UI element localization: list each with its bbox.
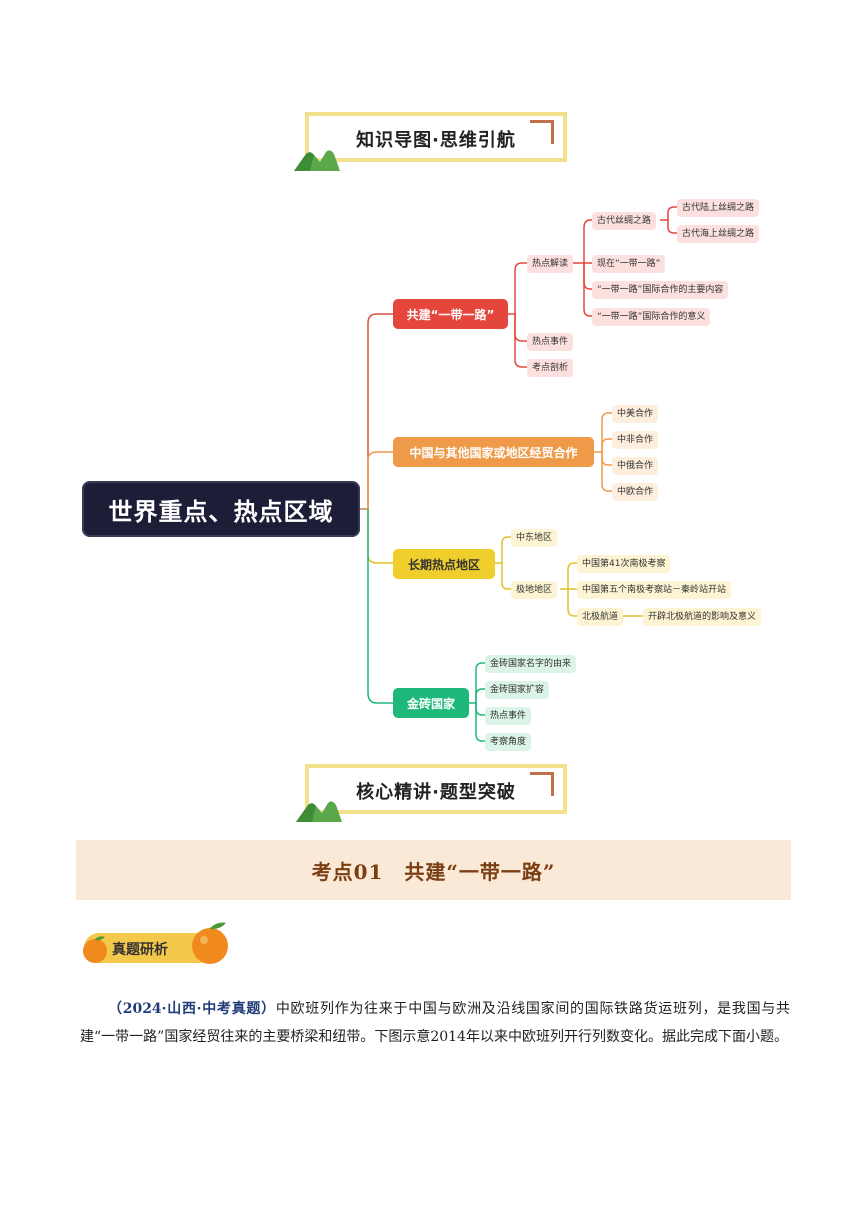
- node-antarctic-expedition: 中国第41次南极考察: [577, 555, 671, 573]
- node-china-us: 中美合作: [612, 405, 659, 423]
- node-china-africa: 中非合作: [612, 431, 659, 449]
- mountain-icon: [296, 801, 342, 822]
- node-hotspot-interpretation: 热点解读: [527, 255, 574, 273]
- branch-brics: 金砖国家: [393, 688, 469, 718]
- branch-long-term-hotspots: 长期热点地区: [393, 549, 495, 579]
- node-middle-east: 中东地区: [511, 529, 558, 547]
- banner-corner-hbar: [530, 120, 554, 123]
- node-arctic-route-impact: 开辟北极航道的影响及意义: [643, 608, 762, 626]
- node-current-belt-road: 现在“一带一路”: [592, 255, 666, 273]
- banner-corner-bar: [551, 120, 554, 144]
- node-ancient-silk-road: 古代丝绸之路: [592, 212, 657, 230]
- node-qinling-station: 中国第五个南极考察站－秦岭站开站: [577, 581, 732, 599]
- question-source: （2024·山西·中考真题）: [108, 1001, 276, 1017]
- branch-economic-cooperation: 中国与其他国家或地区经贸合作: [393, 437, 594, 467]
- node-cooperation-content: “一带一路”国际合作的主要内容: [592, 281, 729, 299]
- node-sea-silk-road: 古代海上丝绸之路: [677, 225, 760, 243]
- node-china-russia: 中俄合作: [612, 457, 659, 475]
- node-land-silk-road: 古代陆上丝绸之路: [677, 199, 760, 217]
- section-title: 考点01 共建“一带一路”: [311, 859, 556, 884]
- mindmap-root: 世界重点、热点区域: [82, 481, 360, 537]
- knowledge-map-title: 知识导图·思维引航: [356, 130, 516, 151]
- section-header: 考点01 共建“一带一路”: [76, 840, 791, 900]
- question-body: 中欧班列作为往来于中国与欧洲及沿线国家间的国际铁路货运班列，是我国与共建“一带一…: [80, 1001, 790, 1045]
- mindmap-connectors: [358, 206, 677, 742]
- knowledge-map-banner: 知识导图·思维引航: [305, 112, 567, 162]
- node-brics-name-origin: 金砖国家名字的由来: [485, 655, 577, 673]
- branch-economic-cooperation-label: 中国与其他国家或地区经贸合作: [409, 445, 578, 460]
- node-brics-exam-angle: 考察角度: [485, 733, 532, 751]
- orange-fruit-icon: [83, 936, 107, 963]
- core-lecture-banner: 核心精讲·题型突破: [305, 764, 567, 814]
- banner-corner-hbar: [530, 772, 554, 775]
- node-brics-expansion: 金砖国家扩容: [485, 681, 550, 699]
- branch-brics-label: 金砖国家: [406, 696, 455, 711]
- branch-belt-and-road: 共建“一带一路”: [393, 299, 508, 329]
- question-paragraph: （2024·山西·中考真题）中欧班列作为往来于中国与欧洲及沿线国家间的国际铁路货…: [80, 995, 790, 1051]
- node-arctic-route: 北极航道: [577, 608, 624, 626]
- node-hot-events: 热点事件: [527, 333, 574, 351]
- mountain-icon: [294, 150, 340, 171]
- core-lecture-title: 核心精讲·题型突破: [356, 782, 516, 803]
- banner-corner-bar: [551, 772, 554, 796]
- exam-analysis-tag-label: 真题研析: [112, 942, 168, 958]
- node-exam-analysis: 考点剖析: [527, 359, 574, 377]
- orange-fruit-icon: [192, 922, 228, 964]
- node-cooperation-significance: “一带一路”国际合作的意义: [592, 308, 711, 326]
- node-brics-hot-events: 热点事件: [485, 707, 532, 725]
- node-polar-regions: 极地地区: [511, 581, 558, 599]
- branch-belt-and-road-label: 共建“一带一路”: [406, 307, 495, 322]
- node-china-europe: 中欧合作: [612, 483, 659, 501]
- branch-long-term-hotspots-label: 长期热点地区: [407, 557, 480, 572]
- mindmap-root-label: 世界重点、热点区域: [108, 497, 334, 526]
